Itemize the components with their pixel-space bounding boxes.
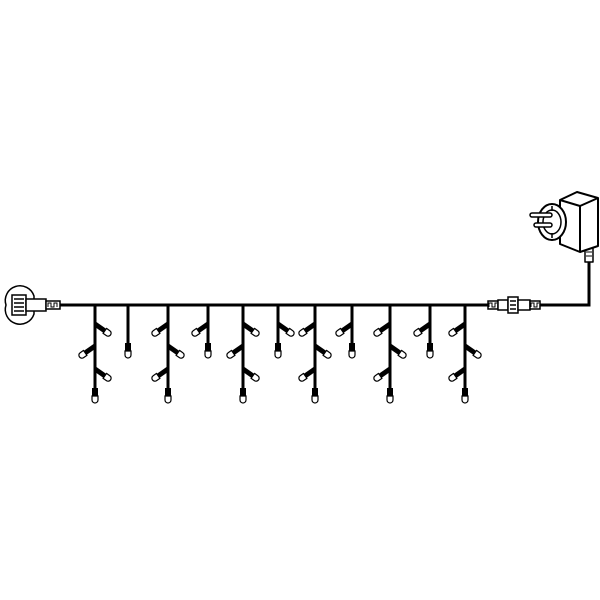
bulb [241,366,260,382]
bulb [311,388,319,404]
bulb [204,343,212,359]
bulb [276,321,295,337]
bulb [373,321,392,337]
icicle-drop [124,305,132,359]
bulb [386,388,394,404]
icicle-drop [274,305,295,359]
bulb [164,388,172,404]
bulb [91,388,99,404]
icicle-drops [78,305,482,404]
bulb [461,388,469,404]
bulb [448,366,467,382]
bulb [274,343,282,359]
bulb [124,343,132,359]
icicle-drop [226,305,260,404]
power-cable [540,262,591,307]
bulb [166,343,185,359]
icicle-drop [298,305,332,404]
bulb [388,343,407,359]
bulb [448,321,467,337]
icicle-drop [335,305,356,359]
bulb [93,366,112,382]
bulb [298,366,317,382]
icicle-drop [413,305,434,359]
bulb [373,366,392,382]
bulb [313,343,332,359]
icicle-drop [373,305,407,404]
icicle-drop [151,305,185,404]
bulb [226,343,245,359]
icicle-drop [191,305,212,359]
bulb [151,366,170,382]
bulb [335,321,354,337]
icicle-drop [448,305,482,404]
bulb [191,321,210,337]
bulb [93,321,112,337]
bulb [239,388,247,404]
bulb [348,343,356,359]
end-cap-connector [4,285,61,325]
bulb [78,343,97,359]
bulb [151,321,170,337]
inline-connector [487,296,541,314]
bulb [413,321,432,337]
bulb [426,343,434,359]
power-adapter [529,191,599,263]
bulb [241,321,260,337]
bulb [463,343,482,359]
icicle-drop [78,305,112,404]
bulb [298,321,317,337]
